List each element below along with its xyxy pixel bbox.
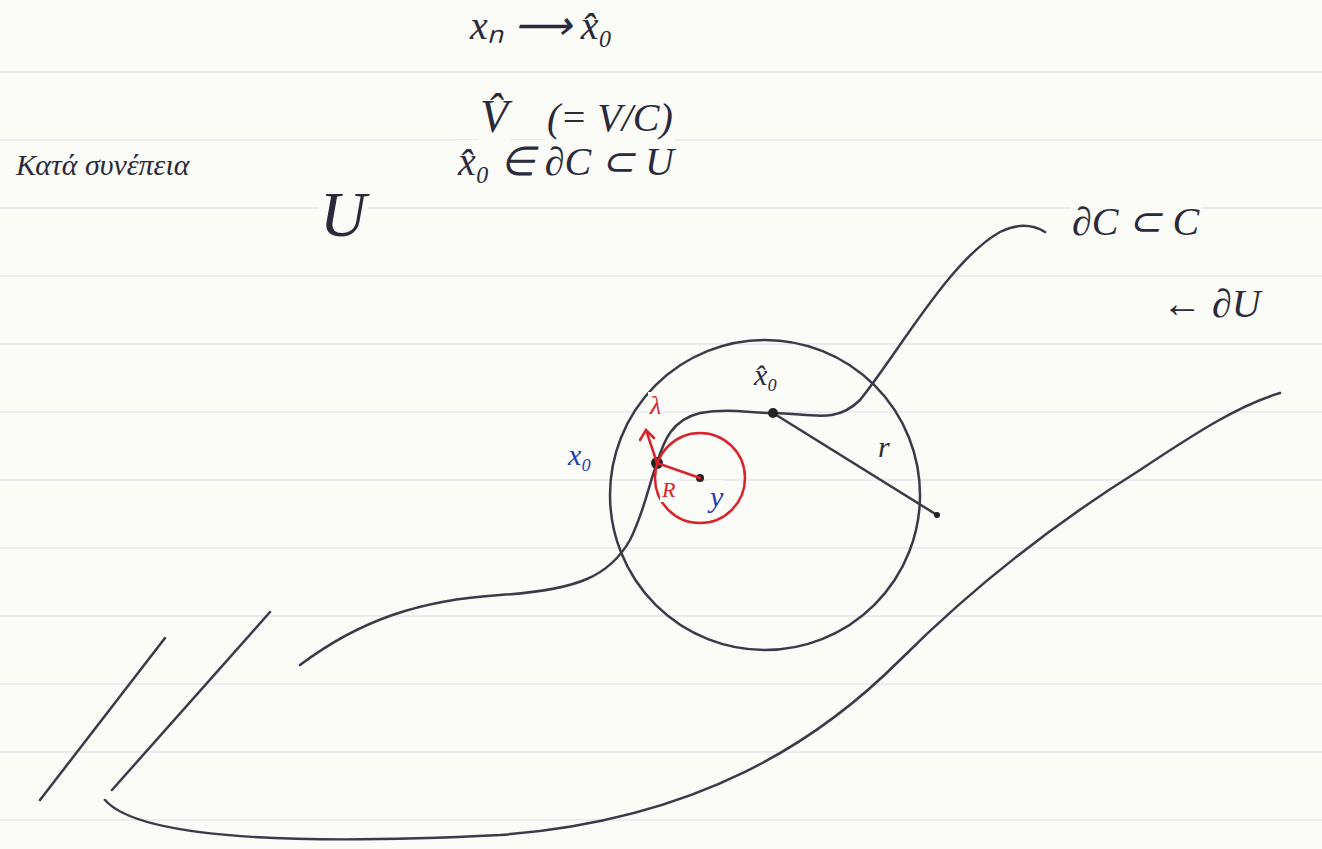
hatch-line [112,612,270,790]
boundary-label: ← ∂U [1160,282,1263,326]
set-label: U [318,180,368,250]
point-dot [768,408,778,418]
small-ball [655,433,745,523]
ball-radius-r [610,340,920,650]
quotient-symbol: V̂ [478,92,510,143]
point-dot [934,512,940,518]
radius-label: r [876,430,892,463]
direction-label: λ [648,392,663,421]
radius-label: R [660,478,677,502]
red-arrowhead [640,430,654,440]
paper-rules [0,72,1322,820]
membership-statement: x̂₀ ∈ ∂C ⊂ U [456,140,676,184]
conclusion-word: Κατά συνέπεια [14,148,192,181]
quotient-definition: (= V/C) [545,96,675,140]
boundary-curve-dC [300,226,1045,665]
boundary-label: ∂C ⊂ C [1070,200,1201,244]
radius-line [773,413,937,515]
boundary-curve-dU [105,393,1280,839]
small-radius [657,463,700,478]
point-label: x₀ [566,438,594,471]
point-label: x̂₀ [752,358,780,391]
convergence-note: xₙ ⟶ x̂₀ [468,4,614,48]
center-label: y [708,480,725,513]
hatch-line [40,638,165,800]
